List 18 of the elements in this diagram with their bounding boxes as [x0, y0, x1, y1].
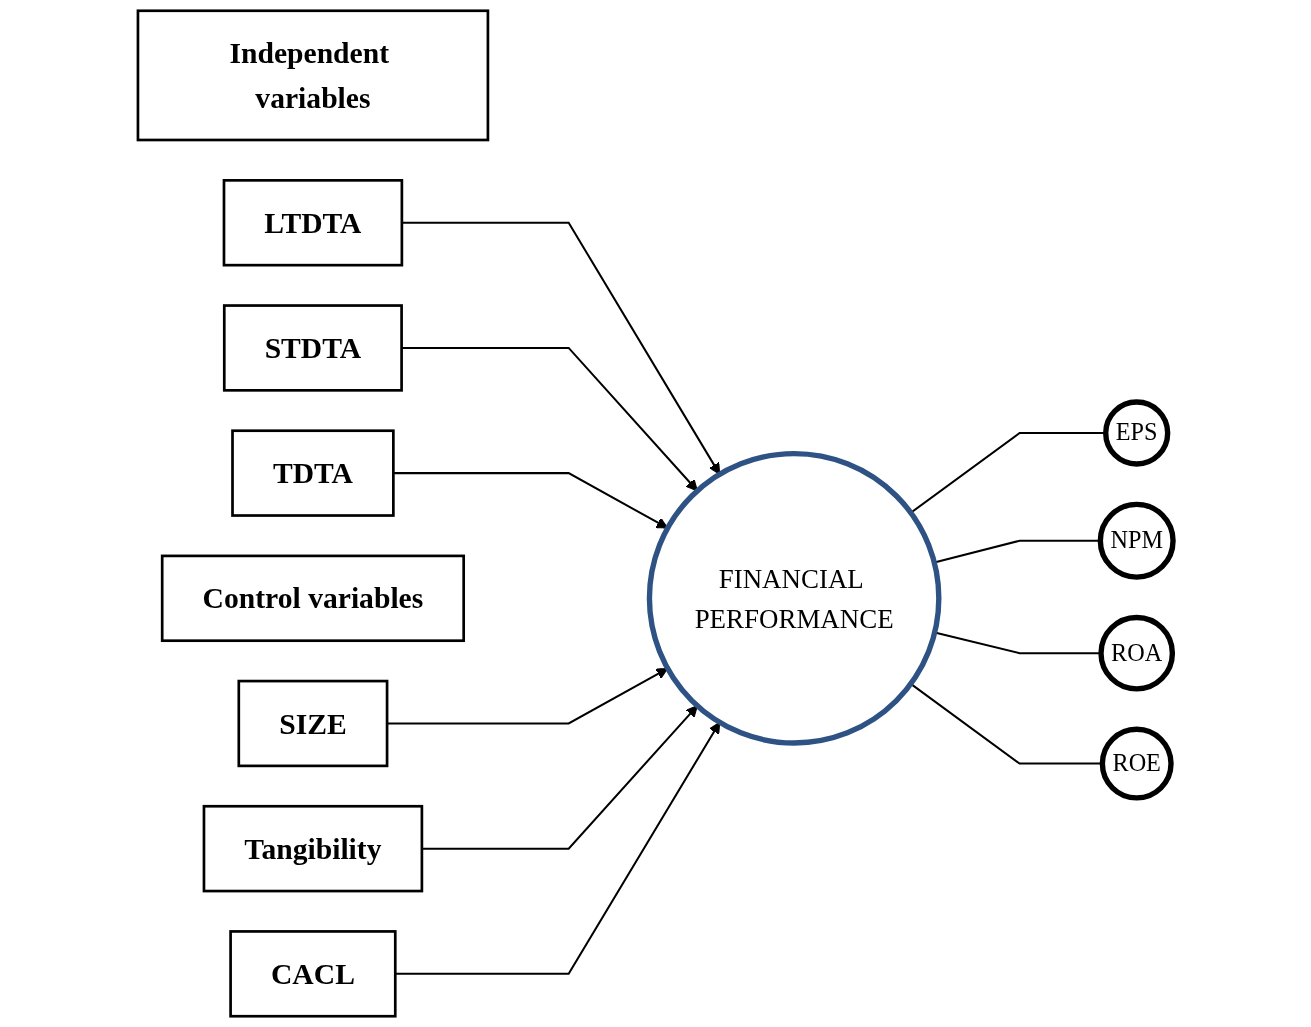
- node-box: SIZE: [237, 679, 389, 768]
- arrow: [421, 705, 698, 850]
- node-box: Independent variables: [136, 9, 490, 142]
- arrow: [401, 346, 698, 492]
- node-circle: EPS: [1103, 399, 1171, 467]
- arrow: [401, 221, 721, 475]
- node-box: Control variables: [160, 554, 465, 643]
- arrow: [395, 721, 721, 975]
- node-circle: ROA: [1098, 614, 1176, 692]
- node-box: LTDTA: [222, 179, 404, 267]
- node-box: TDTA: [231, 429, 395, 517]
- node-box: STDTA: [222, 304, 403, 392]
- node-circle: ROE: [1099, 726, 1174, 801]
- node-circle: NPM: [1097, 501, 1176, 580]
- node-box: Tangibility: [202, 804, 424, 893]
- node-box: CACL: [229, 930, 397, 1018]
- arrow: [393, 472, 669, 529]
- node-circle: FINANCIAL PERFORMANCE: [646, 450, 942, 746]
